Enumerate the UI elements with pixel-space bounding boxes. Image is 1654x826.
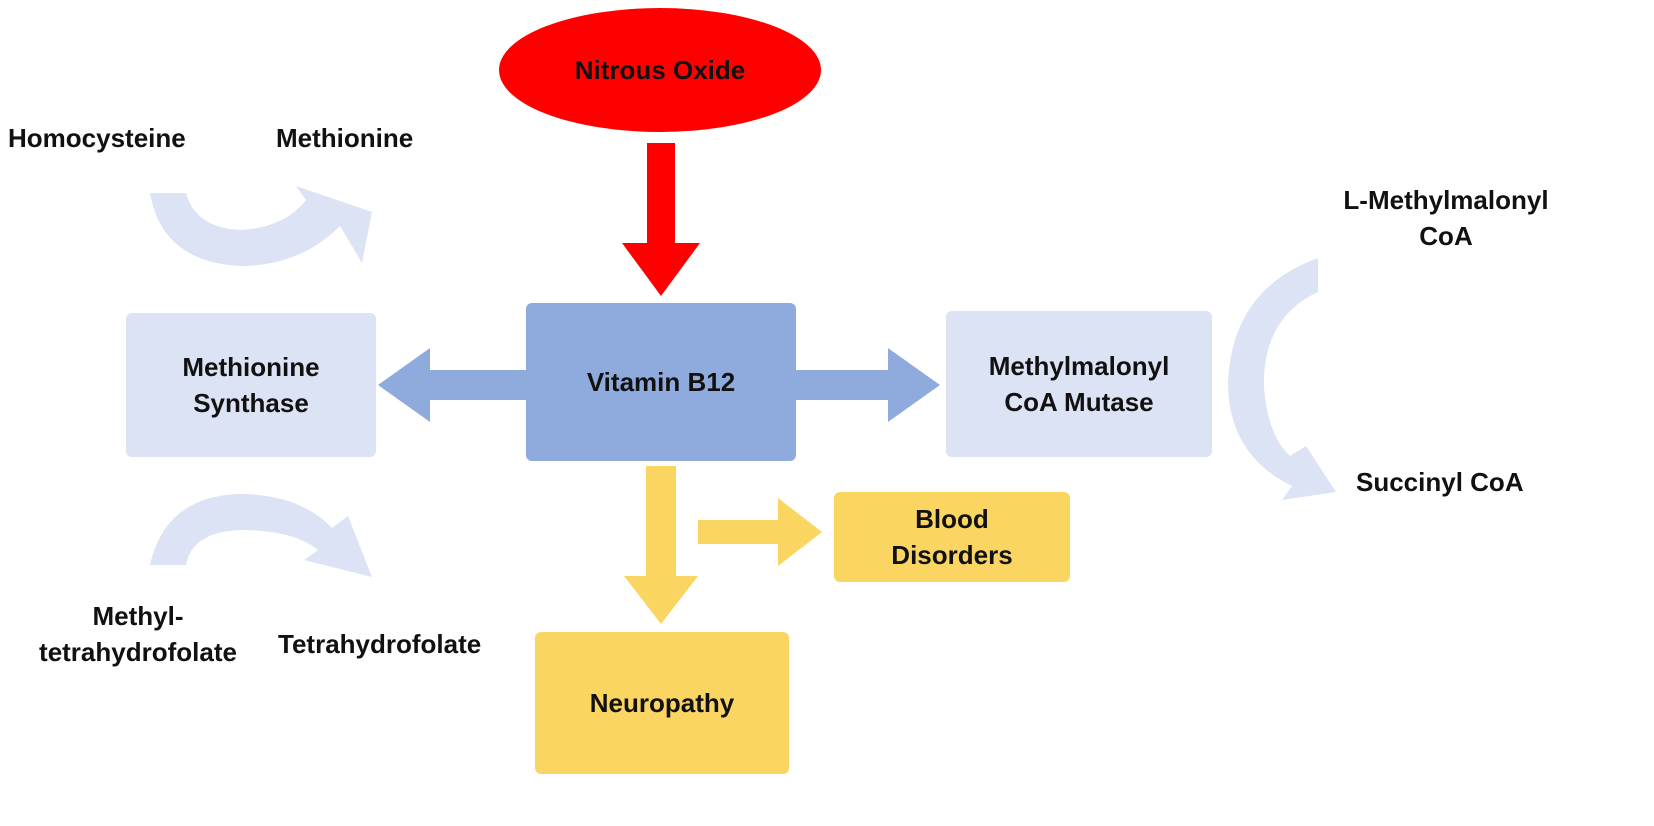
to-blood-disorders-arrow <box>698 498 822 566</box>
methylmalonyl-mutase-line-1: Methylmalonyl <box>988 351 1170 381</box>
l-methylmalonyl-line-1: L-Methylmalonyl <box>1343 185 1549 215</box>
methionine-synthase-line-1: Methionine <box>182 352 320 382</box>
blood-disorders-line-1: Blood <box>915 504 989 534</box>
neuropathy-node: Neuropathy <box>535 632 789 774</box>
methylmalonyl-mutase-node: Methylmalonyl CoA Mutase <box>946 311 1212 457</box>
homocysteine-label: Homocysteine <box>8 123 186 153</box>
nitrous-oxide-to-b12-arrow <box>622 143 700 296</box>
methylmalonyl-mutase-line-2: CoA Mutase <box>1004 387 1154 417</box>
methionine-label: Methionine <box>276 123 414 153</box>
methyl-thf-label: Methyl- tetrahydrofolate <box>26 598 250 670</box>
methionine-synthase-node: Methionine Synthase <box>126 313 376 457</box>
b12-to-neuropathy-arrow <box>624 466 698 624</box>
homocysteine-to-methionine-curved-arrow <box>150 186 372 266</box>
blood-disorders-node: Blood Disorders <box>834 492 1070 582</box>
methyl-thf-line-2: tetrahydrofolate <box>39 637 237 667</box>
neuropathy-label: Neuropathy <box>589 688 735 718</box>
vitamin-b12-node: Vitamin B12 <box>526 303 796 461</box>
methyl-thf-to-thf-curved-arrow <box>150 494 372 577</box>
nitrous-oxide-label: Nitrous Oxide <box>574 55 746 85</box>
l-methylmalonyl-line-2: CoA <box>1419 221 1473 251</box>
methyl-thf-line-1: Methyl- <box>92 601 184 631</box>
methionine-synthase-line-2: Synthase <box>193 388 309 418</box>
b12-to-methylmalonyl-mutase-arrow <box>796 348 940 422</box>
l-methylmalonyl-coa-label: L-Methylmalonyl CoA <box>1330 182 1562 254</box>
vitamin-b12-label: Vitamin B12 <box>586 367 736 397</box>
blood-disorders-line-2: Disorders <box>891 540 1013 570</box>
succinyl-coa-label: Succinyl CoA <box>1356 467 1524 497</box>
tetrahydrofolate-label: Tetrahydrofolate <box>278 629 482 659</box>
l-methylmalonyl-to-succinyl-curved-arrow <box>1228 258 1336 500</box>
nitrous-oxide-node: Nitrous Oxide <box>499 8 821 132</box>
b12-to-methionine-synthase-arrow <box>378 348 528 422</box>
